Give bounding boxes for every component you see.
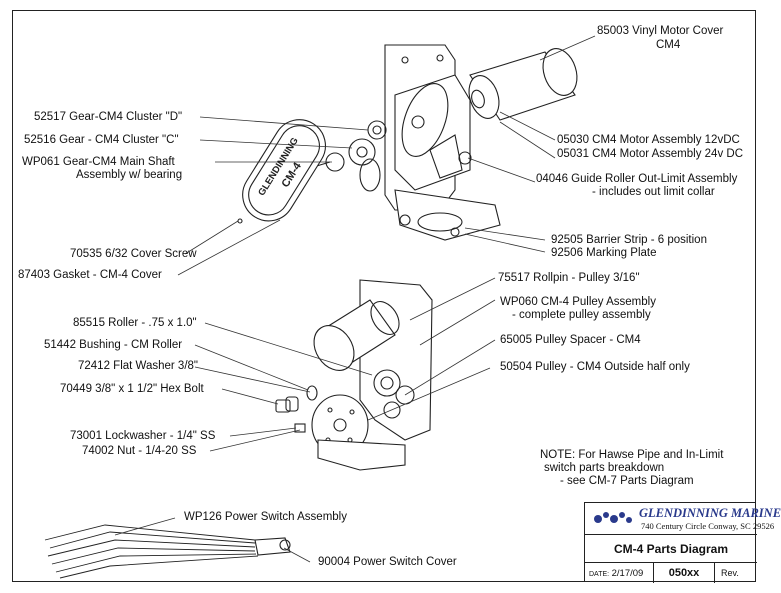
- label-power-switch: WP126 Power Switch Assembly: [184, 511, 347, 523]
- label-motor-24v: 05031 CM4 Motor Assembly 24v DC: [557, 148, 743, 160]
- label-guide-roller-sub: - includes out limit collar: [592, 186, 715, 198]
- pulley-roller-1: [373, 369, 401, 397]
- gear-d: [367, 120, 387, 140]
- label-lockwasher: 73001 Lockwasher - 1/4" SS: [70, 430, 216, 442]
- hex-bolt: [275, 399, 291, 413]
- label-motor-cover-model: CM4: [656, 39, 681, 51]
- title-block-row: DATE: 2/17/09 050xx Rev.: [585, 563, 757, 583]
- label-gasket: 87403 Gasket - CM-4 Cover: [18, 269, 162, 281]
- note-line-1: NOTE: For Hawse Pipe and In-Limit: [540, 449, 724, 461]
- label-nut: 74002 Nut - 1/4-20 SS: [82, 445, 197, 457]
- label-motor-12v: 05030 CM4 Motor Assembly 12vDC: [557, 134, 740, 146]
- label-marking-plate: 92506 Marking Plate: [551, 247, 657, 259]
- title-block-logo: GLENDINNING MARINE 740 Century Circle Co…: [585, 503, 781, 535]
- label-pulley-outside: 50504 Pulley - CM4 Outside half only: [500, 361, 690, 373]
- label-flat-washer: 72412 Flat Washer 3/8": [78, 360, 198, 372]
- rev-label: Rev.: [721, 568, 739, 578]
- gear-housing: [394, 74, 471, 191]
- switch-wires: [44, 524, 259, 579]
- cover: [242, 119, 326, 222]
- guide-roller: [458, 151, 472, 165]
- flat-washer: [306, 385, 318, 401]
- company-address: 740 Century Circle Conway, SC 29526: [641, 521, 775, 531]
- label-cover-screw: 70535 6/32 Cover Screw: [70, 248, 197, 260]
- label-barrier-strip: 92505 Barrier Strip - 6 position: [551, 234, 707, 246]
- label-hex-bolt: 70449 3/8" x 1 1/2" Hex Bolt: [60, 383, 204, 395]
- label-pulley-assembly: WP060 CM-4 Pulley Assembly: [500, 296, 656, 308]
- label-pulley-spacer: 65005 Pulley Spacer - CM4: [500, 334, 641, 346]
- date-value: 2/17/09: [611, 568, 644, 579]
- label-roller: 85515 Roller - .75 x 1.0": [73, 317, 197, 329]
- label-switch-cover: 90004 Power Switch Cover: [318, 556, 457, 568]
- date-cell: DATE: 2/17/09: [589, 563, 655, 583]
- label-main-shaft-sub: Assembly w/ bearing: [76, 169, 183, 181]
- note-line-3: - see CM-7 Parts Diagram: [560, 475, 694, 487]
- base-plate: [394, 189, 501, 241]
- pulley-roller-3: [383, 401, 401, 419]
- label-pulley-assembly-sub: - complete pulley assembly: [512, 309, 651, 321]
- label-rollpin: 75517 Rollpin - Pulley 3/16": [498, 272, 640, 284]
- leader-lines: [114, 35, 596, 563]
- date-label: DATE:: [589, 571, 610, 578]
- logo-icon: [594, 512, 632, 523]
- label-main-shaft: WP061 Gear-CM4 Main Shaft: [22, 156, 175, 168]
- drawing-number: 050xx: [653, 563, 715, 583]
- title-block: GLENDINNING MARINE 740 Century Circle Co…: [584, 502, 781, 583]
- company-name: GLENDINNING MARINE: [639, 506, 781, 520]
- label-guide-roller: 04046 Guide Roller Out-Limit Assembly: [536, 173, 738, 185]
- drawing-frame: [12, 10, 756, 582]
- gear-c: [348, 138, 376, 166]
- note-line-2: switch parts breakdown: [544, 462, 665, 474]
- label-bushing: 51442 Bushing - CM Roller: [44, 339, 183, 351]
- label-motor-cover: 85003 Vinyl Motor Cover: [597, 25, 724, 37]
- gear-cluster: [359, 158, 381, 192]
- label-gear-c: 52516 Gear - CM4 Cluster "C": [24, 134, 179, 146]
- label-gear-d: 52517 Gear-CM4 Cluster "D": [34, 111, 183, 123]
- drawing-title: CM-4 Parts Diagram: [585, 535, 757, 563]
